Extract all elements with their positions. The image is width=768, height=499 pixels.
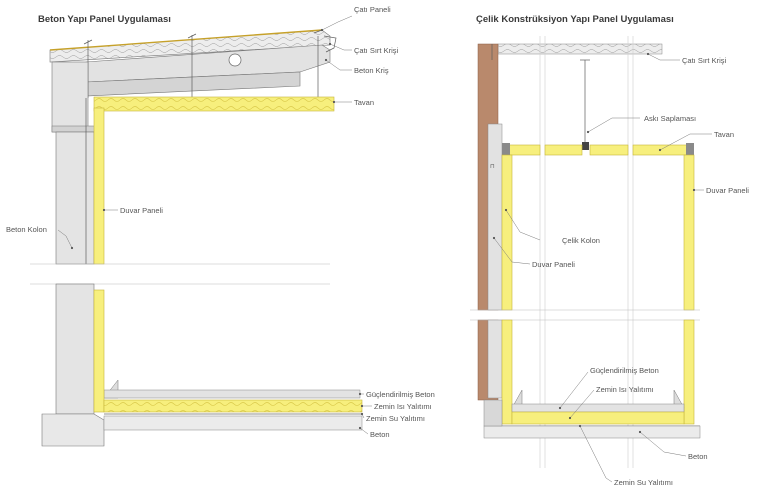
left-column-lower: [55, 283, 95, 415]
label-guclendirilmis-beton: Güçlendirilmiş Beton: [366, 390, 435, 399]
right-wall-panel-left-lower: [501, 319, 513, 425]
right-hanger-clamp: [582, 142, 589, 150]
label-r-zemin-su-yalitimi: Zemin Su Yalıtımı: [614, 478, 673, 487]
left-wall-panel-upper: [93, 107, 105, 265]
leader-beton-kiris: [325, 59, 352, 71]
left-reinforced-concrete: [103, 389, 361, 399]
label-r-guclendirilmis-beton: Güçlendirilmiş Beton: [590, 366, 659, 375]
leader-cati-sirt-krisi: [329, 43, 352, 51]
left-column-ledge: [51, 125, 97, 133]
leader-r-guclendirilmis-beton: [559, 371, 589, 409]
left-concrete-slab: [103, 415, 363, 431]
right-leaders: [492, 52, 712, 483]
label-beton-kiris: Beton Kriş: [354, 66, 389, 75]
left-diagram: Beton Yapı Panel Uygulaması: [6, 5, 435, 447]
label-r-cati-sirt-krisi: Çatı Sırt Krişi: [682, 56, 727, 65]
left-roof-top-edge: [49, 29, 323, 51]
left-column-head: [51, 61, 89, 133]
right-steel-column-upper: [487, 123, 503, 311]
left-ceiling-panel: [93, 96, 335, 112]
right-floor-insulation-panel: [511, 411, 685, 425]
right-floor: [483, 389, 701, 439]
label-tavan: Tavan: [354, 98, 374, 107]
leader-cati-paneli: [321, 15, 353, 31]
left-roof-clips: [83, 29, 323, 45]
leader-celik-kolon: [505, 209, 541, 241]
label-celik-kolon: Çelik Kolon: [562, 236, 600, 245]
label-r-zemin-isi-yalitimi: Zemin Isı Yalıtımı: [596, 385, 654, 394]
left-column-shaft: [55, 131, 95, 265]
left-lower-structure: [41, 283, 363, 447]
left-foundation: [41, 413, 105, 447]
right-concrete-slab: [483, 425, 701, 439]
left-wall-panel-lower: [93, 289, 105, 413]
right-wall-panel-right-upper: [683, 154, 695, 311]
label-r-duvar-paneli-right: Duvar Paneli: [706, 186, 749, 195]
right-steel-column-lower: [487, 319, 503, 399]
left-beam-hole: [228, 53, 242, 67]
leader-r-cati-sirt-krisi: [647, 53, 680, 61]
right-wall-panel-left-upper: [501, 154, 513, 311]
label-beton-kolon: Beton Kolon: [6, 225, 47, 234]
right-foundation-left: [483, 399, 503, 427]
label-r-tavan: Tavan: [714, 130, 734, 139]
right-reinforced-concrete: [511, 403, 685, 413]
right-wall-panel-right-lower: [683, 319, 695, 425]
left-title: Beton Yapı Panel Uygulaması: [38, 14, 171, 25]
label-beton: Beton: [370, 430, 390, 439]
right-roof-ridge-beam: [497, 43, 663, 55]
leader-r-zemin-isi-yalitimi: [569, 389, 595, 419]
label-cati-paneli: Çatı Paneli: [354, 5, 391, 14]
right-diagram: Çelik Konstrüksiyon Yapı Panel Uygulamas…: [470, 14, 749, 487]
leader-r-duvar-paneli-inner: [493, 237, 531, 265]
right-ceiling-panel: [502, 143, 694, 157]
left-floor-insulation-panel: [103, 399, 363, 413]
leader-beton: [359, 427, 369, 435]
left-leaders: [57, 15, 372, 435]
label-r-duvar-paneli-inner: Duvar Paneli: [532, 260, 575, 269]
left-ridge-detail: [323, 35, 337, 53]
label-zemin-su-yalitimi: Zemin Su Yalıtımı: [366, 414, 425, 423]
right-title: Çelik Konstrüksiyon Yapı Panel Uygulamas…: [476, 14, 674, 25]
leader-beton-kolon: [57, 229, 73, 249]
left-roof-structure: [49, 29, 337, 98]
label-duvar-paneli: Duvar Paneli: [120, 206, 163, 215]
leader-r-beton: [639, 431, 687, 457]
label-r-beton: Beton: [688, 452, 708, 461]
leader-r-tavan: [659, 133, 712, 151]
leader-r-zemin-su-yalitimi: [579, 425, 613, 483]
label-zemin-isi-yalitimi: Zemin Isı Yalıtımı: [374, 402, 432, 411]
label-cati-sirt-krisi: Çatı Sırt Krişi: [354, 46, 399, 55]
svg-text:⊓: ⊓: [490, 164, 495, 170]
label-aski-saplamasi: Askı Saplaması: [644, 114, 696, 123]
right-grid-lines: [539, 36, 634, 468]
leader-aski-saplamasi: [587, 117, 640, 133]
